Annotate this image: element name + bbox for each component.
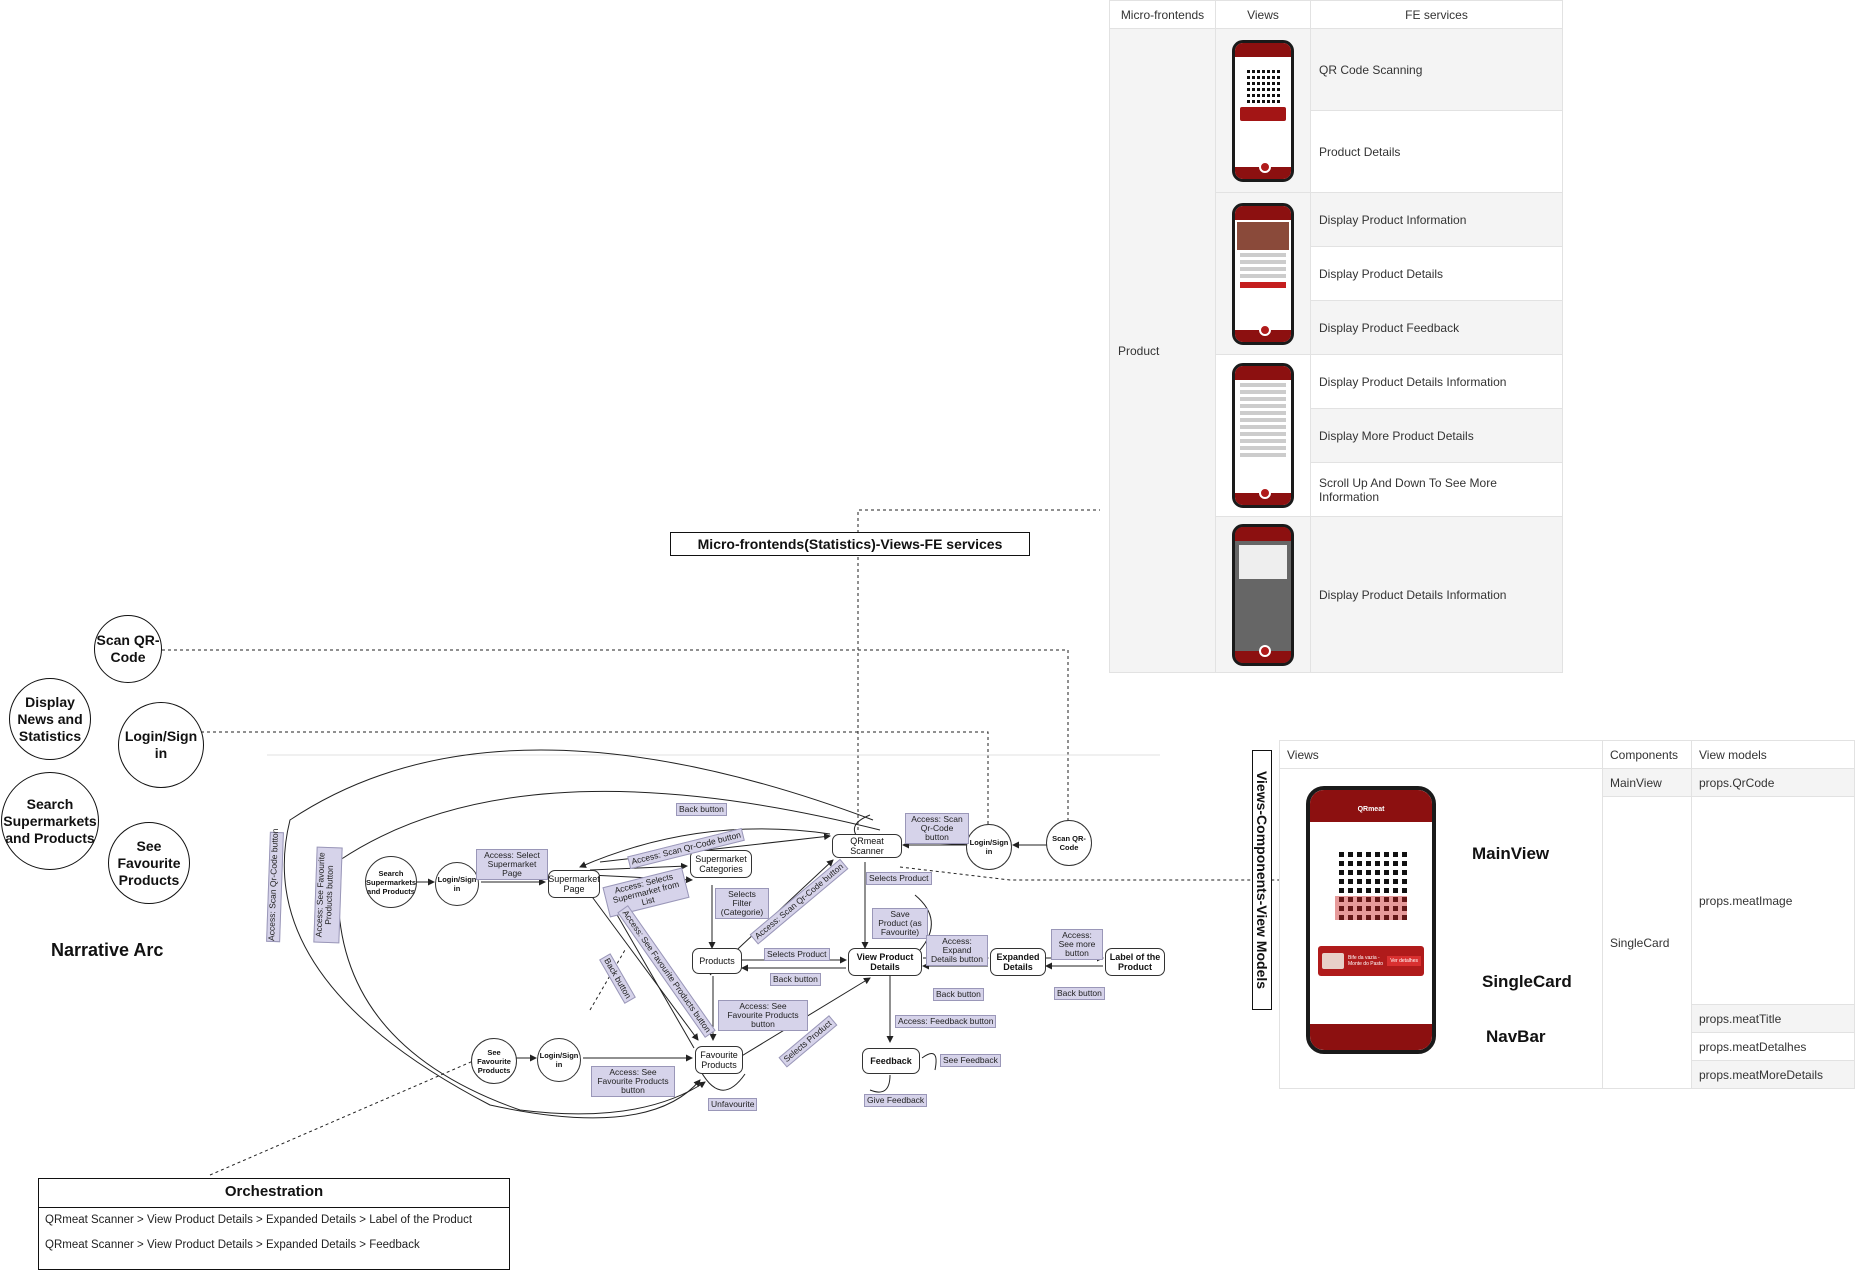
vc-vm-meatimage: props.meatImage bbox=[1691, 796, 1855, 1005]
edge-label-left-vertical-2: Access: See Favourite Products button bbox=[313, 846, 343, 944]
phone-header: QRmeat bbox=[1310, 790, 1432, 822]
node-login-2: Login/Sign in bbox=[966, 824, 1012, 870]
vc-header-views: Views bbox=[1279, 740, 1603, 769]
mf-group-product: Product bbox=[1109, 28, 1216, 673]
views-components-title: Views-Components-View Models bbox=[1252, 750, 1272, 1010]
mf-service-product-details-2: Display Product Details bbox=[1310, 246, 1563, 301]
mf-service-details-info-2: Display Product Details Information bbox=[1310, 516, 1563, 673]
see-favourites-circle: See Favourite Products bbox=[108, 822, 190, 904]
mf-view-qr bbox=[1215, 28, 1311, 193]
vc-component-singlecard: SingleCard bbox=[1602, 796, 1692, 1089]
edge-label-back-4: Back button bbox=[1054, 987, 1105, 1000]
node-view-product-details: View Product Details bbox=[848, 948, 922, 976]
node-login-1: Login/Sign in bbox=[435, 862, 479, 906]
callout-navbar: NavBar bbox=[1486, 1027, 1546, 1046]
vc-component-mainview: MainView bbox=[1602, 768, 1692, 797]
node-supermarket-page: Supermarket Page bbox=[548, 870, 600, 898]
edge-label-back-2: Back button bbox=[770, 973, 821, 986]
node-favourite-products: Favourite Products bbox=[695, 1046, 743, 1074]
node-login-3: Login/Sign in bbox=[537, 1038, 581, 1082]
edge-label-unfavourite: Unfavourite bbox=[708, 1098, 758, 1111]
mf-view-overlay bbox=[1215, 516, 1311, 673]
edge-label-selects-product: Selects Product bbox=[764, 948, 830, 961]
scan-qr-circle: Scan QR-Code bbox=[94, 615, 162, 683]
micro-frontends-table: Micro-frontends Views FE services Produc… bbox=[1109, 0, 1563, 673]
node-supermarket-categories: Supermarket Categories bbox=[690, 850, 752, 878]
mf-service-more-details: Display More Product Details bbox=[1310, 408, 1563, 463]
edge-label-back-button: Back button bbox=[676, 803, 727, 816]
node-label-product: Label of the Product bbox=[1105, 948, 1165, 976]
callout-mainview: MainView bbox=[1472, 844, 1550, 863]
vc-vm-meattitle: props.meatTitle bbox=[1691, 1004, 1855, 1033]
mf-header-micro-frontends: Micro-frontends bbox=[1109, 0, 1216, 29]
node-products: Products bbox=[692, 948, 742, 974]
qr-code-image bbox=[1335, 848, 1407, 920]
mf-service-product-info: Display Product Information bbox=[1310, 192, 1563, 247]
node-qrmeat-scanner: QRmeat Scanner bbox=[832, 834, 902, 858]
orchestration-row-1: QRmeat Scanner > View Product Details > … bbox=[45, 1214, 473, 1226]
node-search: Search Supermarkets and Products bbox=[365, 856, 417, 908]
mf-service-details-info: Display Product Details Information bbox=[1310, 354, 1563, 409]
edge-label-selects-filter: Selects Filter (Categorie) bbox=[715, 888, 769, 919]
mf-service-product-details: Product Details bbox=[1310, 110, 1563, 193]
display-news-circle: Display News and Statistics bbox=[9, 678, 91, 760]
narrative-arc-title: Narrative Arc bbox=[51, 940, 164, 960]
phone-thumbnail-qr bbox=[1232, 39, 1294, 182]
search-circle: Search Supermarkets and Products bbox=[1, 772, 99, 870]
node-see-favourites: See Favourite Products bbox=[471, 1038, 517, 1084]
edge-label-access-scan-2: Access: Scan Qr-Code button bbox=[905, 813, 969, 844]
node-feedback: Feedback bbox=[862, 1048, 920, 1074]
edge-label-give-feedback: Give Feedback bbox=[864, 1094, 928, 1107]
node-scan-qr: Scan QR-Code bbox=[1046, 820, 1092, 866]
mf-service-qr: QR Code Scanning bbox=[1310, 28, 1563, 111]
card-details-button[interactable]: Ver detalhes bbox=[1387, 956, 1421, 966]
vc-vm-meatmoredetails: props.meatMoreDetails bbox=[1691, 1060, 1855, 1089]
edge-label-selects-product-top: Selects Product bbox=[866, 872, 932, 885]
orchestration-row-2: QRmeat Scanner > View Product Details > … bbox=[45, 1239, 420, 1251]
edge-label-see-more: Access: See more button bbox=[1051, 929, 1103, 960]
vc-header-view-models: View models bbox=[1691, 740, 1855, 769]
edge-label-back-3: Back button bbox=[933, 988, 984, 1001]
card-title: Bife da vazia - Monte do Pasto bbox=[1348, 955, 1384, 967]
vc-vm-qrcode: props.QrCode bbox=[1691, 768, 1855, 797]
mf-service-scroll: Scroll Up And Down To See More Informati… bbox=[1310, 462, 1563, 517]
mf-view-product-info bbox=[1215, 192, 1311, 355]
phone-thumbnail-overlay bbox=[1232, 523, 1294, 666]
edge-label-feedback-button: Access: Feedback button bbox=[895, 1015, 997, 1028]
edge-label-fav-bottom: Access: See Favourite Products button bbox=[591, 1066, 675, 1097]
mf-view-details bbox=[1215, 354, 1311, 517]
vc-vm-meatdetalhes: props.meatDetalhes bbox=[1691, 1032, 1855, 1061]
edge-label-fav-mid: Access: See Favourite Products button bbox=[718, 1000, 808, 1031]
phone-mockup: QRmeat Bife da vazia - Monte do Pasto Ve… bbox=[1306, 786, 1436, 1054]
mf-header-views: Views bbox=[1215, 0, 1311, 29]
phone-thumbnail-product bbox=[1232, 202, 1294, 345]
node-expanded-details: Expanded Details bbox=[990, 948, 1046, 976]
single-card: Bife da vazia - Monte do Pasto Ver detal… bbox=[1318, 946, 1424, 976]
edge-label-save-product: Save Product (as Favourite) bbox=[872, 908, 928, 939]
edge-label-expand-details: Access: Expand Details button bbox=[926, 935, 988, 966]
mf-service-feedback: Display Product Feedback bbox=[1310, 300, 1563, 355]
callout-singlecard: SingleCard bbox=[1482, 972, 1572, 991]
micro-frontends-title: Micro-frontends(Statistics)-Views-FE ser… bbox=[670, 532, 1030, 556]
orchestration-title: Orchestration bbox=[39, 1179, 509, 1208]
login-circle: Login/Sign in bbox=[118, 702, 204, 788]
orchestration-box: Orchestration QRmeat Scanner > View Prod… bbox=[38, 1178, 510, 1270]
phone-thumbnail-details bbox=[1232, 363, 1294, 508]
vc-header-components: Components bbox=[1602, 740, 1692, 769]
edge-label-see-feedback: See Feedback bbox=[940, 1054, 1001, 1067]
mf-header-fe-services: FE services bbox=[1310, 0, 1563, 29]
phone-navbar bbox=[1310, 1024, 1432, 1050]
meat-thumbnail bbox=[1322, 953, 1344, 969]
edge-label-select-supermarket: Access: Select Supermarket Page bbox=[476, 849, 548, 880]
